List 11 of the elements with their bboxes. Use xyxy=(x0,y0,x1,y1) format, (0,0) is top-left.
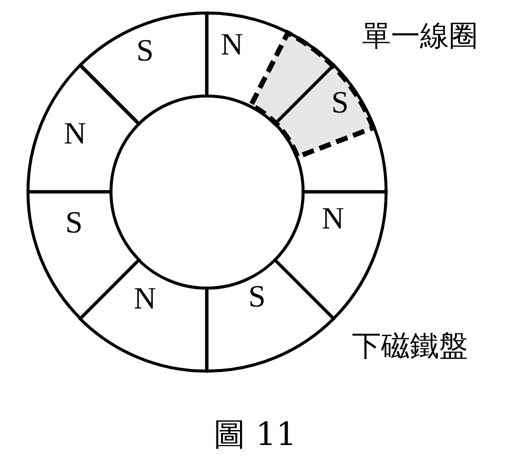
pole-label: S xyxy=(248,280,266,312)
pole-label: S xyxy=(136,34,154,66)
pole-label: N xyxy=(322,202,344,234)
pole-label: N xyxy=(64,117,86,148)
coil-label: 單一線圈 xyxy=(362,22,478,50)
pole-label: N xyxy=(134,282,156,314)
figure-caption: 圖 11 xyxy=(214,418,296,450)
disc-label: 下磁鐵盤 xyxy=(352,332,468,360)
pole-label: N xyxy=(220,28,244,60)
pole-label: S xyxy=(331,86,349,118)
pole-label: S xyxy=(65,206,83,238)
